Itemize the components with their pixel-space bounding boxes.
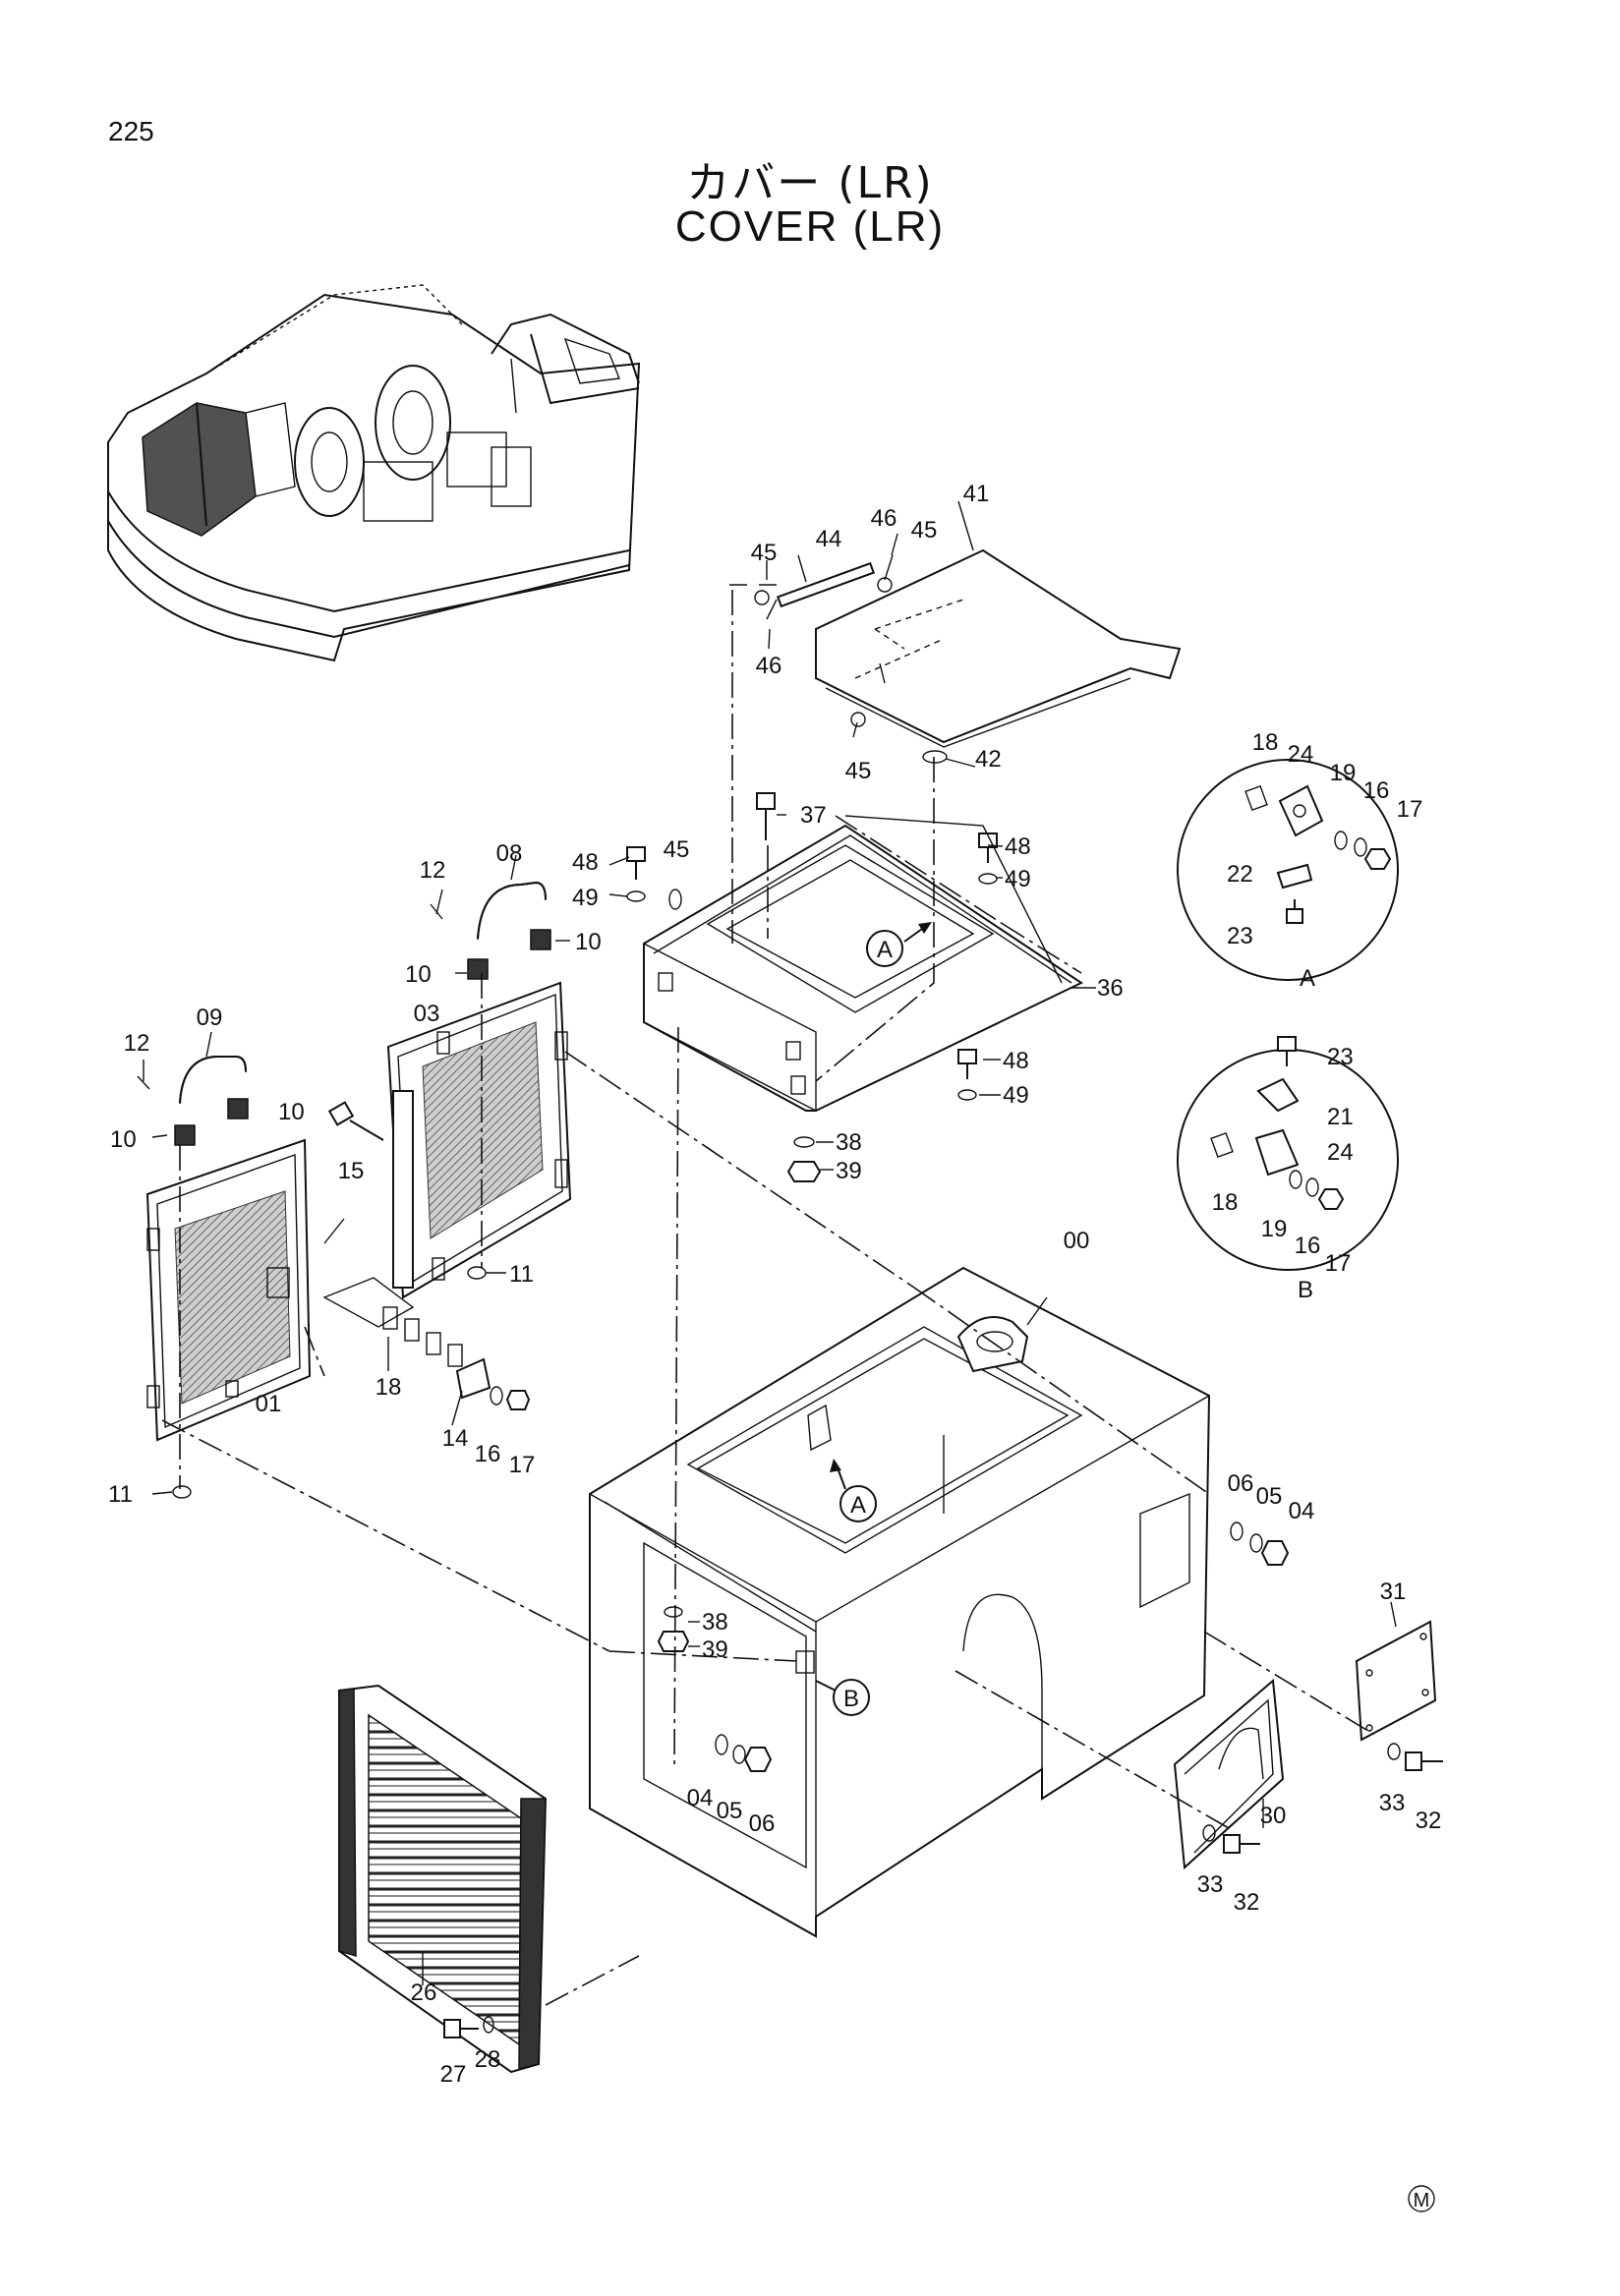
part-label: 01 [256,1391,282,1417]
door-01 [145,1138,312,1442]
part-label: 48 [1003,1048,1029,1074]
part-label: 17 [509,1452,536,1478]
detail-view-b [1177,1036,1399,1271]
part-label: 45 [845,758,872,784]
part-label: 04 [687,1785,714,1811]
part-label: 32 [1416,1808,1442,1834]
part-label: 24 [1327,1139,1354,1166]
part-label: 19 [1330,760,1357,786]
door-03 [386,981,572,1299]
part-label: 04 [1289,1498,1315,1524]
top-cover-assembly [754,548,1182,764]
part-label: 18 [1212,1189,1239,1216]
part-label: 14 [442,1425,469,1452]
cover-plates [1173,1620,1437,1870]
part-label: 00 [1064,1228,1090,1254]
part-label: 42 [975,746,1002,773]
part-label: 49 [1003,1082,1029,1109]
part-label: 16 [475,1441,501,1467]
part-label: 08 [496,840,523,867]
part-label: 49 [1005,866,1031,892]
part-label: 38 [702,1609,728,1636]
part-label: 37 [800,802,827,829]
leader-lines [143,500,1397,1985]
title-english: COVER (LR) [674,202,946,251]
part-label: 30 [1260,1803,1287,1829]
part-label: 48 [572,849,599,876]
part-label: 10 [110,1126,137,1153]
part-label: 38 [836,1129,862,1156]
part-label: 16 [1363,777,1390,804]
part-label: 24 [1288,741,1314,768]
part-label: 22 [1227,861,1253,888]
part-label: 17 [1397,796,1423,823]
part-label: 12 [124,1030,150,1057]
handles [137,881,551,1146]
part-label: 03 [414,1001,440,1027]
machine-overview-illustration [107,284,641,662]
part-label: 46 [871,505,897,532]
mark-letter: M [1414,2190,1430,2211]
part-label: 23 [1327,1044,1354,1070]
part-label: 39 [702,1636,728,1663]
part-label: 33 [1197,1871,1224,1898]
part-label: 27 [440,2061,467,2088]
main-housing-00 [589,1266,1211,1938]
part-label: 06 [749,1810,776,1837]
fasteners [172,792,1443,2038]
part-label: 11 [509,1261,534,1288]
page-number: 225 [108,116,154,146]
callout-circle-a-main: A [839,1485,877,1522]
callout-circle-a-top: A [866,930,903,967]
part-label: 45 [911,517,938,544]
detail-a-caption: A [1300,965,1315,992]
part-label: 23 [1227,923,1253,949]
part-label: 12 [420,857,446,884]
part-label: 18 [1252,729,1279,756]
part-label: 10 [575,929,602,955]
part-label: 39 [836,1158,862,1184]
part-label: 10 [278,1099,305,1125]
part-label: 10 [405,961,432,988]
part-label: 06 [1228,1470,1254,1497]
part-label: 46 [756,653,782,679]
part-label: 28 [475,2046,501,2073]
part-label: 16 [1295,1233,1321,1259]
callout-circle-b-main: B [833,1679,870,1716]
callout-arrows [815,922,932,1692]
part-label: 49 [572,885,599,911]
part-label: 45 [664,836,690,863]
part-label: 05 [1256,1483,1283,1510]
part-label: 45 [751,540,778,566]
part-label: 21 [1327,1104,1354,1130]
part-label: 32 [1234,1889,1260,1916]
manufacturer-mark: M [1408,2185,1435,2212]
radiator-grille-26 [338,1684,548,2074]
part-label: 33 [1379,1790,1406,1816]
assembly-lines [161,584,1367,2006]
part-label: 31 [1380,1578,1407,1605]
part-label: 44 [816,526,842,552]
part-label: 11 [108,1481,133,1508]
part-label: 17 [1325,1250,1352,1277]
part-label: 48 [1005,833,1031,860]
part-label: 36 [1097,975,1124,1002]
callout-letter: B [843,1686,859,1712]
callout-letter: A [877,937,893,963]
part-label: 18 [376,1374,402,1401]
title-japanese: カバー (LR) [686,158,934,208]
part-label: 41 [963,481,990,507]
callout-letter: A [850,1492,866,1519]
detail-b-caption: B [1298,1277,1313,1303]
part-label: 15 [338,1158,365,1184]
detail-view-a [1177,759,1399,981]
part-label: 09 [197,1004,223,1031]
part-number-labels: 45 44 46 45 41 46 45 42 37 48 49 45 48 4… [108,481,1441,2088]
part-label: 05 [717,1798,743,1824]
part-label: 26 [411,1980,437,2006]
upper-frame-36 [643,824,1084,1113]
part-label: 19 [1261,1216,1288,1242]
